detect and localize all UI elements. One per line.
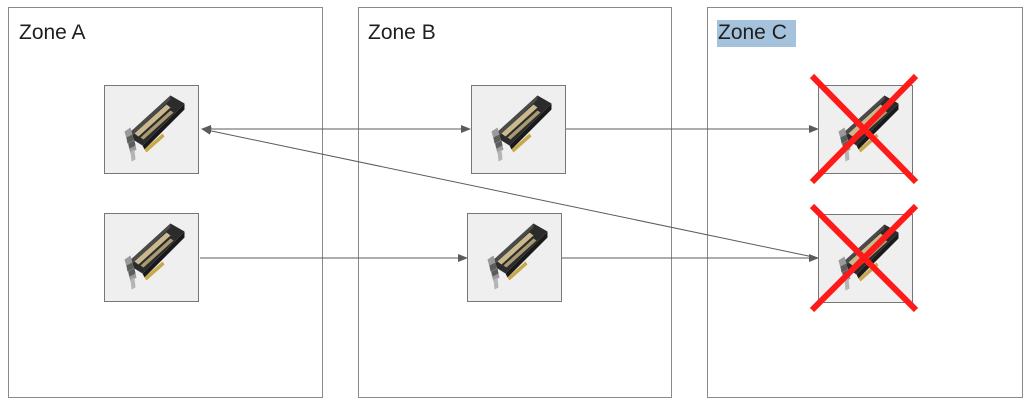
links — [200, 125, 819, 262]
failure-x-icon — [809, 203, 919, 313]
gpu-node-c1 — [809, 73, 919, 185]
gpu-node-b1 — [471, 85, 566, 174]
gpu-node-a1 — [104, 85, 199, 174]
zone-b-label: Zone B — [368, 21, 436, 44]
zone-c-label-highlight — [717, 20, 796, 47]
gpu-node-b2 — [467, 213, 562, 302]
zone-a: Zone A — [8, 7, 323, 398]
link-c2-a1 — [201, 126, 819, 259]
zone-a-frame — [8, 7, 323, 398]
zone-b: Zone B — [358, 7, 672, 398]
gpu-node-a2 — [104, 213, 199, 302]
gpu-node-c2 — [809, 203, 919, 313]
zone-c: Zone C — [707, 7, 1023, 398]
zone-b-frame — [358, 7, 672, 398]
zone-a-label: Zone A — [19, 21, 86, 44]
zone-c-label: Zone C — [718, 21, 787, 44]
failure-x-icon — [809, 73, 919, 185]
zone-c-frame — [707, 7, 1023, 398]
